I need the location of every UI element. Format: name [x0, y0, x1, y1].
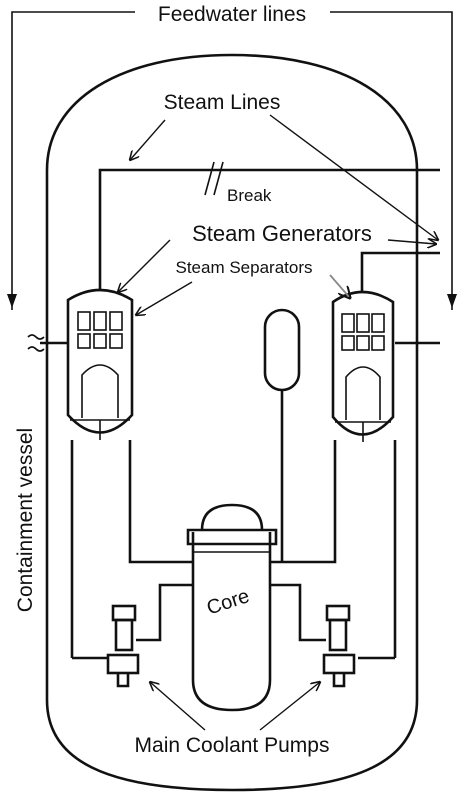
containment-label: Containment vessel: [14, 428, 37, 612]
break-label: Break: [227, 186, 272, 205]
coolant-loops: [70, 440, 397, 660]
left-steam-generator: [66, 288, 134, 440]
right-coolant-pump: [322, 604, 356, 688]
pumps-label: Main Coolant Pumps: [135, 734, 330, 757]
left-coolant-pump: [106, 604, 140, 688]
feedwater-label: Feedwater lines: [158, 3, 306, 26]
steam-line-break: [98, 161, 440, 290]
right-steam-generator: [331, 290, 395, 442]
steam-lines-label: Steam Lines: [164, 91, 281, 114]
steam-lines-arrows: [130, 114, 438, 240]
reactor-vessel: [186, 503, 278, 712]
pressurizer: [263, 308, 301, 562]
core-label: Core: [204, 585, 252, 619]
steam-separators-label: Steam Separators: [175, 258, 312, 277]
steam-separators-arrows: [136, 274, 350, 315]
steam-generators-label: Steam Generators: [192, 221, 372, 246]
right-steam-line: [360, 251, 440, 292]
steam-generators-arrows: [118, 240, 436, 292]
feedwater-lines: [7, 11, 457, 310]
squiggle-icon: [27, 334, 45, 352]
pumps-arrows: [150, 682, 320, 731]
